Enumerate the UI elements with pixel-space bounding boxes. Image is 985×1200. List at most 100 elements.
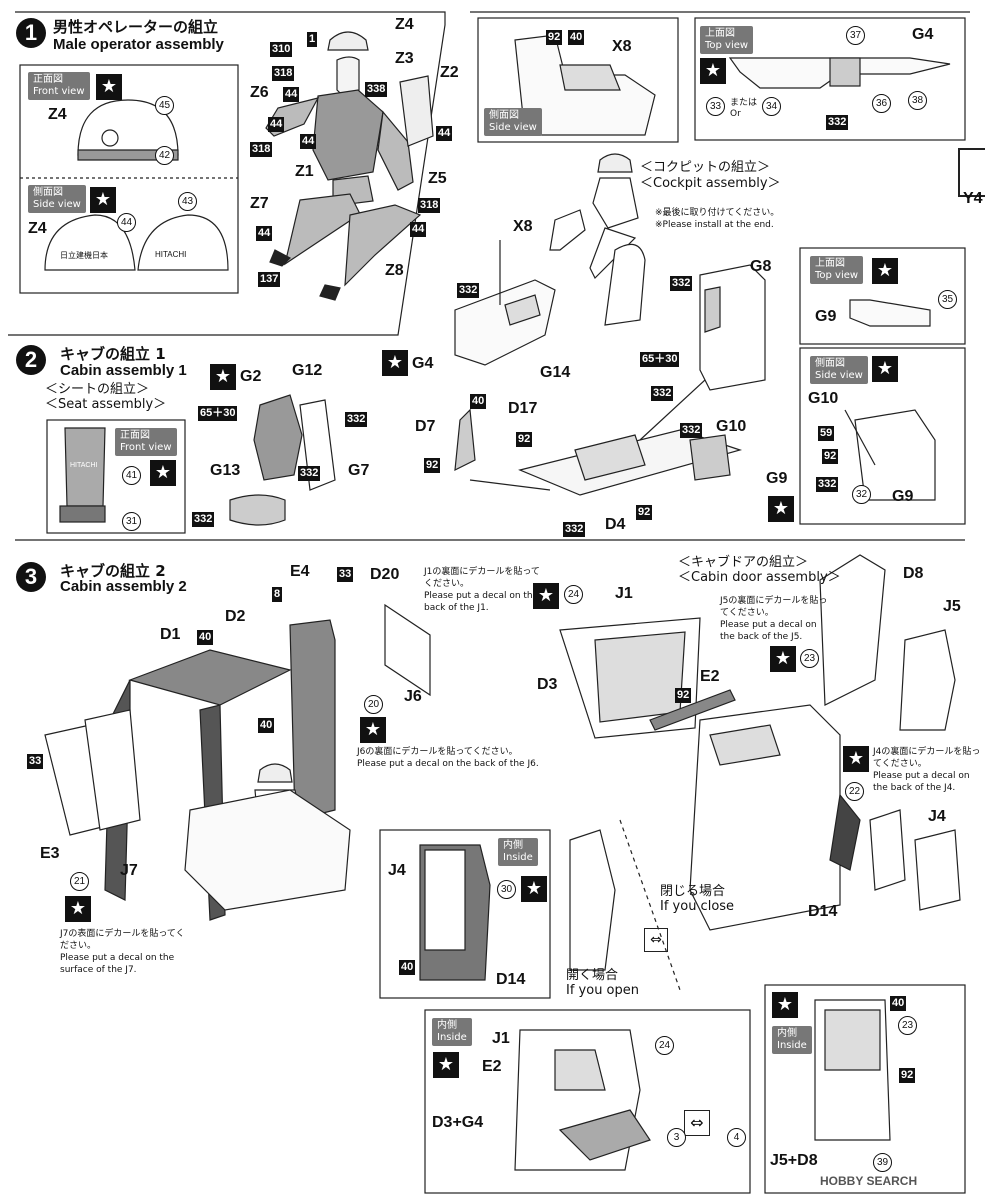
decal-43: 43 [178, 192, 197, 211]
decal-45: 45 [155, 96, 174, 115]
part-x8-side: X8 [612, 38, 632, 55]
star-icon: ★ [770, 646, 796, 672]
part-g4: G4 [412, 355, 434, 372]
decal-42: 42 [155, 146, 174, 165]
part-num-44: 44 [268, 117, 285, 132]
part-g10-side: G10 [808, 390, 839, 407]
part-num-318: 318 [250, 142, 273, 157]
part-num-92: 92 [516, 432, 533, 447]
decal-4: 4 [727, 1128, 746, 1147]
part-num-137: 137 [258, 272, 281, 287]
star-icon: ★ [360, 717, 386, 743]
part-d17: D17 [508, 400, 538, 417]
part-num-332: 332 [298, 466, 321, 481]
part-z7: Z7 [250, 195, 269, 212]
part-num-40: 40 [399, 960, 416, 975]
star-icon: ★ [96, 74, 122, 100]
decal-38: 38 [908, 91, 927, 110]
star-icon: ★ [65, 896, 91, 922]
decal-33: 33 [706, 97, 725, 116]
part-y4: Y4 [963, 190, 983, 207]
seat-assembly-title: ＜シートの組立＞＜Seat assembly＞ [45, 382, 167, 412]
part-z3: Z3 [395, 50, 414, 67]
part-d4: D4 [605, 516, 626, 533]
inset2-part-d3-g4: D3+G4 [432, 1114, 484, 1131]
j1-decal-note: J1の裏面にデカールを貼ってください。Please put a decal on… [424, 567, 540, 613]
part-num-338: 338 [365, 82, 388, 97]
j7-decal-note: J7の表面にデカールを貼ってください。Please put a decal on… [60, 929, 185, 975]
part-g7: G7 [348, 462, 370, 479]
star-icon: ★ [872, 356, 898, 382]
decal-24: 24 [655, 1036, 674, 1055]
part-d7: D7 [415, 418, 436, 435]
part-g14: G14 [540, 364, 571, 381]
star-icon: ★ [150, 460, 176, 486]
part-num-318: 318 [272, 66, 295, 81]
cockpit-title: ＜コクピットの組立＞＜Cockpit assembly＞ [640, 160, 781, 191]
part-num-92: 92 [899, 1068, 916, 1083]
j4-decal-note: J4の裏面にデカールを貼ってください。Please put a decal on… [873, 747, 981, 793]
decal-44: 44 [117, 213, 136, 232]
part-num-332: 332 [457, 283, 480, 298]
part-g13: G13 [210, 462, 241, 479]
part-e3: E3 [40, 845, 60, 862]
part-z4-side: Z4 [28, 220, 47, 237]
part-g2: G2 [240, 368, 262, 385]
inset1-part-d14: D14 [496, 971, 526, 988]
part-j4: J4 [928, 808, 946, 825]
part-num-40: 40 [890, 996, 907, 1011]
part-j1: J1 [615, 585, 633, 602]
part-g9: G9 [766, 470, 788, 487]
part-g9-top: G9 [815, 308, 837, 325]
star-icon: ★ [872, 258, 898, 284]
part-z4-front: Z4 [48, 106, 67, 123]
decal-39: 39 [873, 1153, 892, 1172]
part-num-92: 92 [636, 505, 653, 520]
door-assembly-title: ＜キャブドアの組立＞＜Cabin door assembly＞ [678, 555, 841, 585]
part-e4: E4 [290, 563, 310, 580]
part-num-310: 310 [270, 42, 293, 57]
part-num-1: 1 [307, 32, 318, 47]
part-num-332: 332 [563, 522, 586, 537]
helmet-text-jp: 日立建機日本 [60, 251, 108, 260]
decal-23: 23 [800, 649, 819, 668]
part-num-92: 92 [822, 449, 839, 464]
step-2-number: 2 [16, 345, 46, 375]
decal-20: 20 [364, 695, 383, 714]
decal-31: 31 [122, 512, 141, 531]
star-icon: ★ [521, 876, 547, 902]
part-z6: Z6 [250, 84, 269, 101]
decal-24: 24 [564, 585, 583, 604]
part-num-33: 33 [337, 567, 354, 582]
part-d14: D14 [808, 903, 838, 920]
star-icon: ★ [382, 350, 408, 376]
part-num-33: 33 [27, 754, 44, 769]
star-icon: ★ [210, 364, 236, 390]
step-2-title-jp: キャブの組立 1 [60, 345, 166, 363]
part-j6: J6 [404, 688, 422, 705]
part-num-318: 318 [418, 198, 441, 213]
decal-21: 21 [70, 872, 89, 891]
part-d20: D20 [370, 566, 400, 583]
step-1-title-en: Male operator assembly [53, 36, 224, 53]
star-icon: ★ [772, 992, 798, 1018]
part-num-8: 8 [272, 587, 283, 602]
inset3-part-j5-d8: J5+D8 [770, 1152, 818, 1169]
part-g8: G8 [750, 258, 772, 275]
part-num-44: 44 [256, 226, 273, 241]
part-num-44: 44 [283, 87, 300, 102]
part-num-332: 332 [826, 115, 849, 130]
